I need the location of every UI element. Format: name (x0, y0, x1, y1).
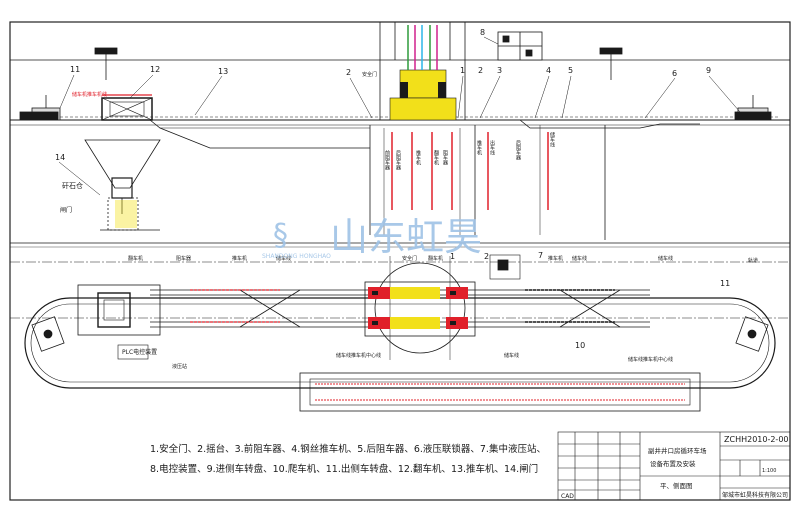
callout-4: 4 (546, 66, 551, 75)
label-gate: 闸门 (60, 206, 72, 214)
plan-label-b2: 储车线 (504, 352, 519, 359)
vlabel-2: 后阻车器 (395, 149, 401, 171)
right-crane (599, 47, 769, 121)
project-title: 副井井口房循环车场 (648, 446, 707, 455)
title-block-text: 副井井口房循环车场 设备布置及安装 ZCHH2010-2-00 平、侧面图 邹城… (561, 435, 789, 500)
legend-line-1: 1.安全门、2.摇台、3.前阻车器、4.钢丝推车机、5.后阻车器、6.液压联锁器… (150, 443, 546, 455)
drawing-number: ZCHH2010-2-00 (724, 435, 789, 444)
vlabel-6: 推车机 (476, 139, 482, 156)
plan-callout-2: 2 (484, 252, 489, 261)
view-name: 平、侧面图 (660, 481, 693, 490)
vlabel-3: 推车机 (415, 149, 421, 166)
car-stoppers (368, 287, 468, 329)
plan-label-a8: 储车线 (572, 255, 587, 262)
watermark: § 山东虹昊 SHANDONG HONGHAO (262, 215, 482, 260)
plan-callout-11: 11 (720, 279, 730, 288)
plan-label-plc2: 液压站 (172, 363, 187, 370)
right-equipment (19, 111, 772, 121)
label-safety-door: 安全门 (362, 71, 377, 78)
cad-label: CAD (561, 493, 574, 500)
plan-label-a11: 轨道 (748, 257, 758, 264)
legend-line-2: 8.电控装置、9.进侧车转盘、10.爬车机、11.出侧车转盘、12.翻车机、13… (150, 463, 538, 475)
vertical-labels: 前阻车器 后阻车器 推车机 翻车机 阻车器 推车机 出车线 后阻车器 储车线 (384, 131, 555, 171)
callout-12: 12 (150, 65, 160, 74)
turntables (31, 316, 769, 352)
plan-label-a4: 储车线 (276, 255, 291, 262)
legend: 1.安全门、2.摇台、3.前阻车器、4.钢丝推车机、5.后阻车器、6.液压联锁器… (150, 443, 546, 475)
plan-callouts: 1 2 7 10 11 (450, 251, 730, 350)
callout-6: 6 (672, 69, 677, 78)
vlabel-7: 出车线 (489, 139, 495, 155)
callout-13: 13 (218, 67, 228, 76)
company-name: 邹城市虹昊科技有限公司 (722, 491, 788, 499)
callout-8: 8 (480, 28, 485, 37)
callout-9: 9 (706, 66, 711, 75)
scale: 1:100 (762, 468, 776, 474)
project-subtitle: 设备布置及安装 (650, 459, 696, 468)
watermark-logo-icon: § (273, 218, 288, 253)
callout-1: 1 (460, 66, 465, 75)
callout-5: 5 (568, 66, 573, 75)
cage-machinery (389, 25, 549, 210)
vlabel-9: 储车线 (549, 131, 555, 147)
vlabel-5: 阻车器 (442, 149, 448, 166)
watermark-subtext: SHANDONG HONGHAO (262, 253, 331, 260)
label-ore-bin: 矸石仓 (62, 181, 83, 190)
plan-label-a10: 储车线 (658, 255, 673, 262)
plan-label-plc: PLC电控装置 (122, 348, 157, 356)
plan-label-b3: 储车线推车机中心线 (628, 356, 673, 363)
ore-bin (84, 139, 161, 231)
plan-label-a5: 安全门 (402, 255, 417, 262)
callout-3: 3 (497, 66, 502, 75)
watermark-text: 山东虹昊 (330, 215, 482, 259)
vlabel-8: 后阻车器 (515, 139, 521, 161)
plan-label-a3: 推车机 (232, 255, 247, 262)
plan-label-a7: 推车机 (548, 255, 563, 262)
plan-labels: 翻车机 阻车器 推车机 储车线 安全门 翻车机 推车机 储车线 储车线 轨道 P… (122, 255, 758, 370)
plan-label-a1: 翻车机 (128, 255, 143, 262)
outer-frame (9, 21, 791, 501)
control-box (497, 31, 543, 61)
plan-label-b1: 储车线推车机中心线 (336, 352, 381, 359)
plan-callout-1: 1 (450, 252, 455, 261)
callout-11: 11 (70, 65, 80, 74)
plan-label-a2: 阻车器 (176, 255, 191, 262)
elevation-labels: 储车机推车机线 矸石仓 闸门 安全门 (60, 71, 377, 214)
vlabel-1: 前阻车器 (384, 149, 390, 171)
plan-callout-10: 10 (575, 341, 585, 350)
elevation-callouts: 11 12 13 14 2 1 2 3 4 5 6 9 8 (55, 28, 711, 162)
callout-2b: 2 (478, 66, 483, 75)
plan-callout-7: 7 (538, 251, 543, 260)
plan-conveyor-marks (190, 289, 685, 401)
callout-14: 14 (55, 153, 65, 162)
label-upper-left: 储车机推车机线 (72, 91, 107, 98)
left-crane (31, 47, 118, 121)
elevation-leaders (58, 36, 741, 196)
callout-2: 2 (346, 68, 351, 77)
vlabel-4: 翻车机 (433, 149, 439, 166)
title-block (557, 431, 791, 501)
tippler-elevation (101, 94, 153, 121)
plan-view (10, 254, 790, 412)
plan-label-a6: 翻车机 (428, 255, 443, 262)
